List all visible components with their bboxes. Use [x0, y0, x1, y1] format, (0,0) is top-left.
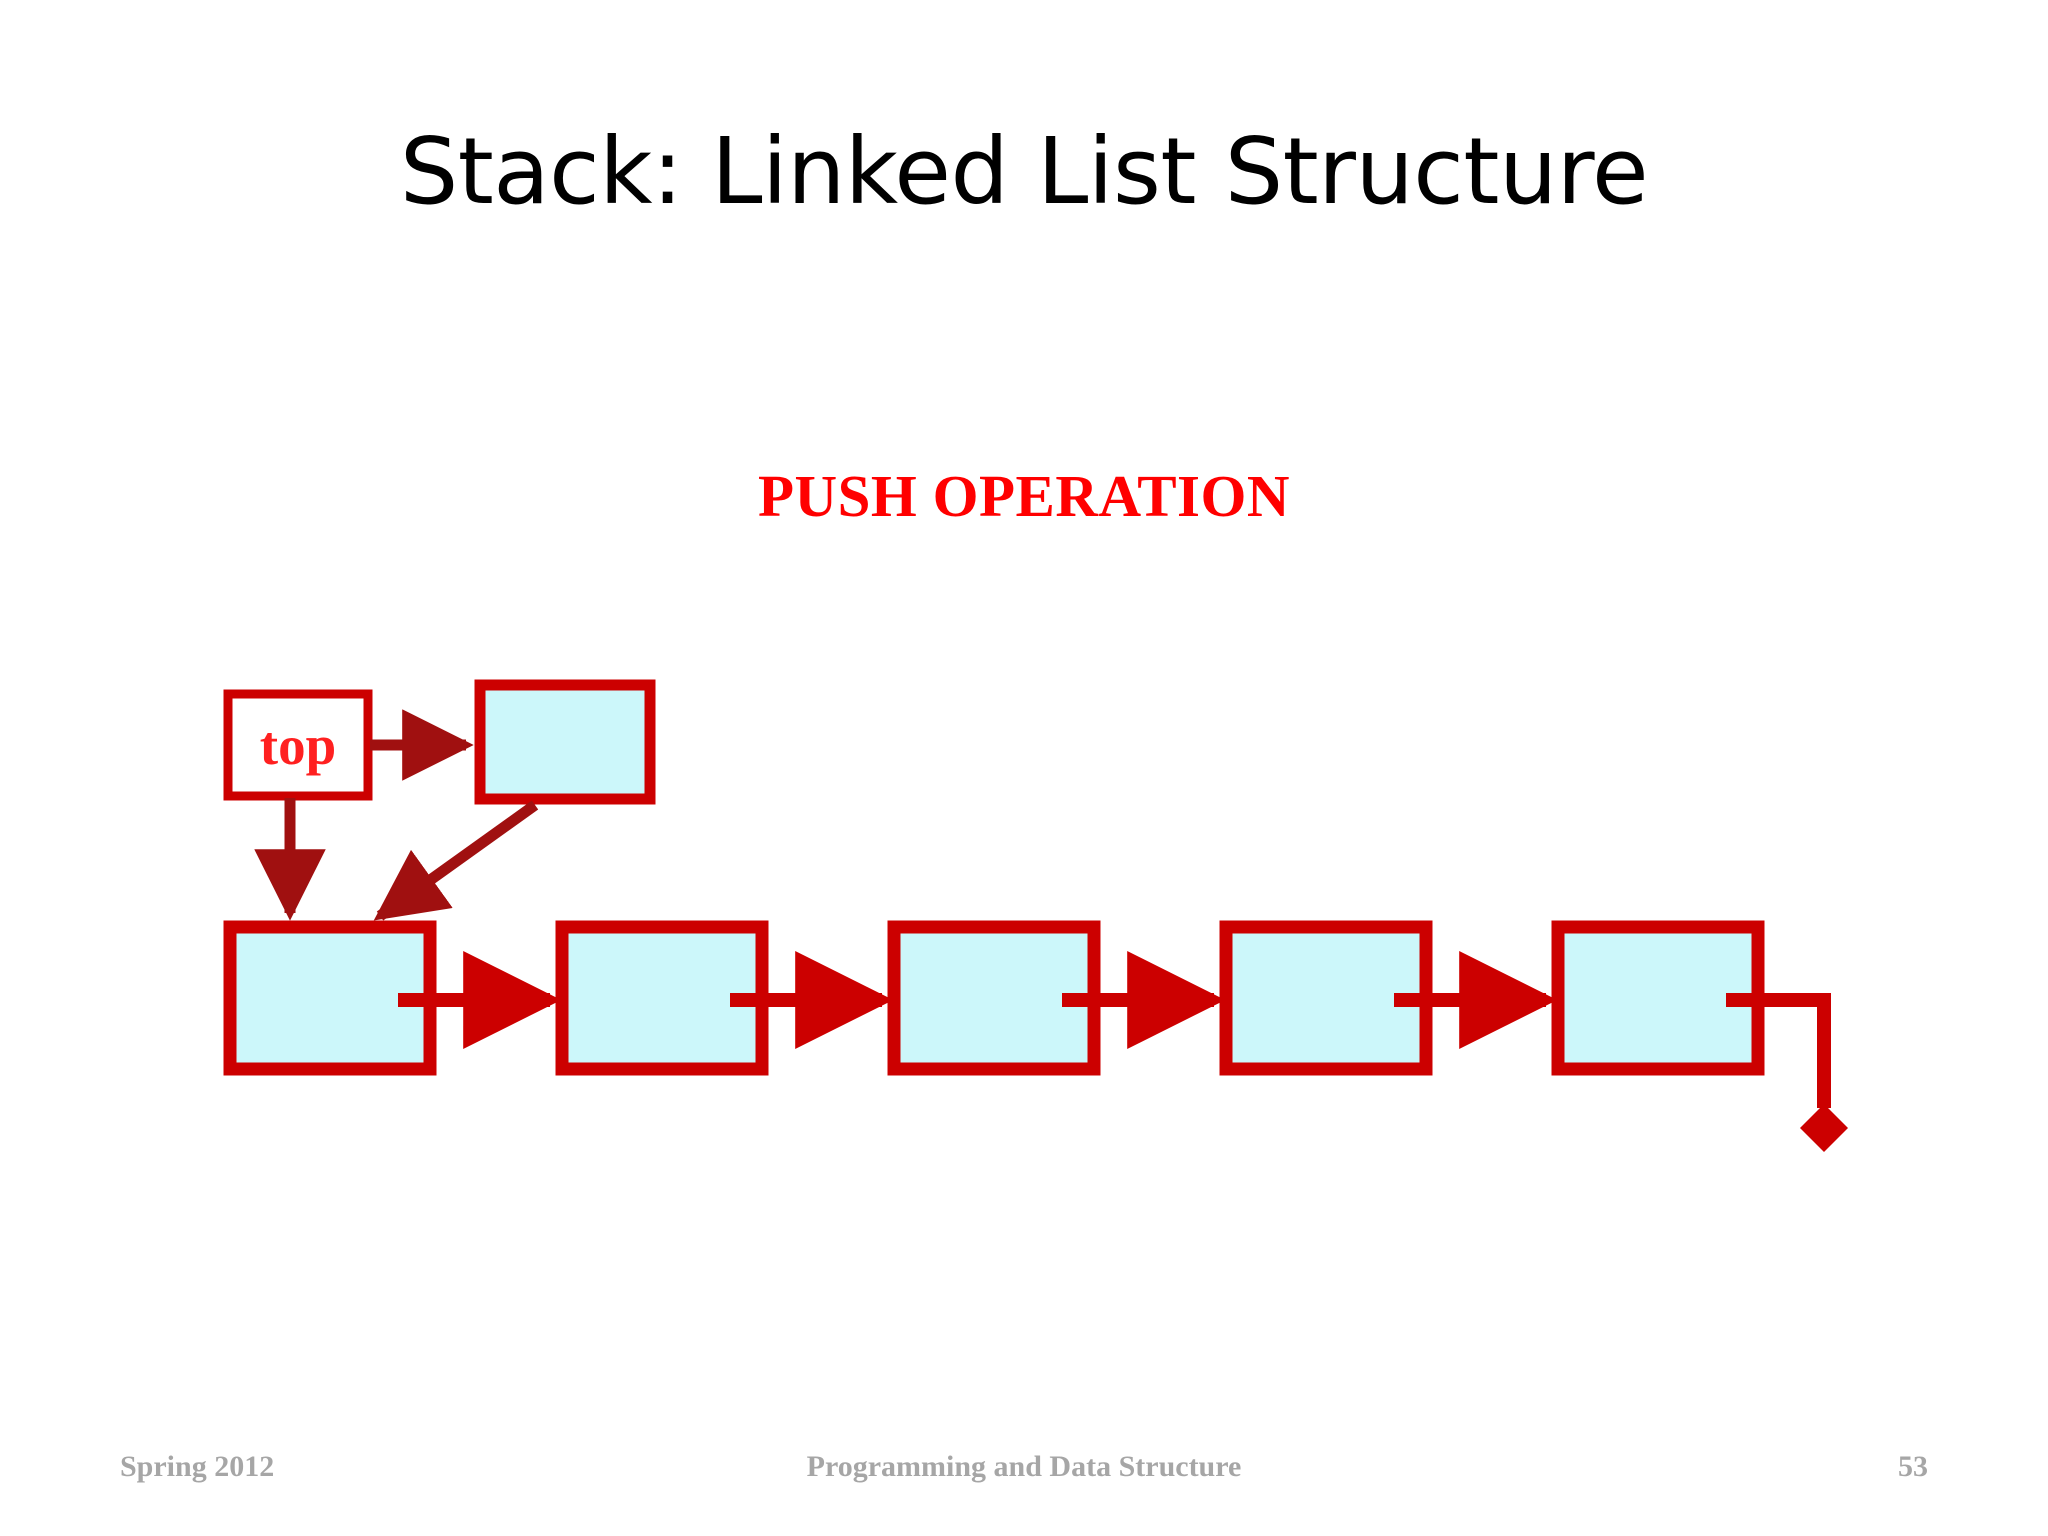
- edge-new-node-to-node-1: [373, 800, 539, 921]
- list-node-5: [1551, 920, 1765, 1076]
- top-pointer-label: top: [259, 714, 337, 776]
- null-terminator-diamond: [1800, 1104, 1848, 1152]
- page-title: Stack: Linked List Structure: [399, 118, 1649, 225]
- slide-footer: Spring 2012 Programming and Data Structu…: [0, 1450, 2048, 1500]
- footer-slide-number: 53: [1898, 1450, 1928, 1483]
- footer-course-title: Programming and Data Structure: [806, 1450, 1242, 1483]
- top-pointer-box: [223, 689, 373, 801]
- section-heading-push-operation: PUSH OPERATION: [757, 463, 1291, 529]
- pointer-link-5-to-null: [1726, 993, 1831, 1108]
- footer-term: Spring 2012: [120, 1450, 275, 1483]
- new-node-box: [474, 679, 656, 805]
- list-node-3: [887, 920, 1101, 1076]
